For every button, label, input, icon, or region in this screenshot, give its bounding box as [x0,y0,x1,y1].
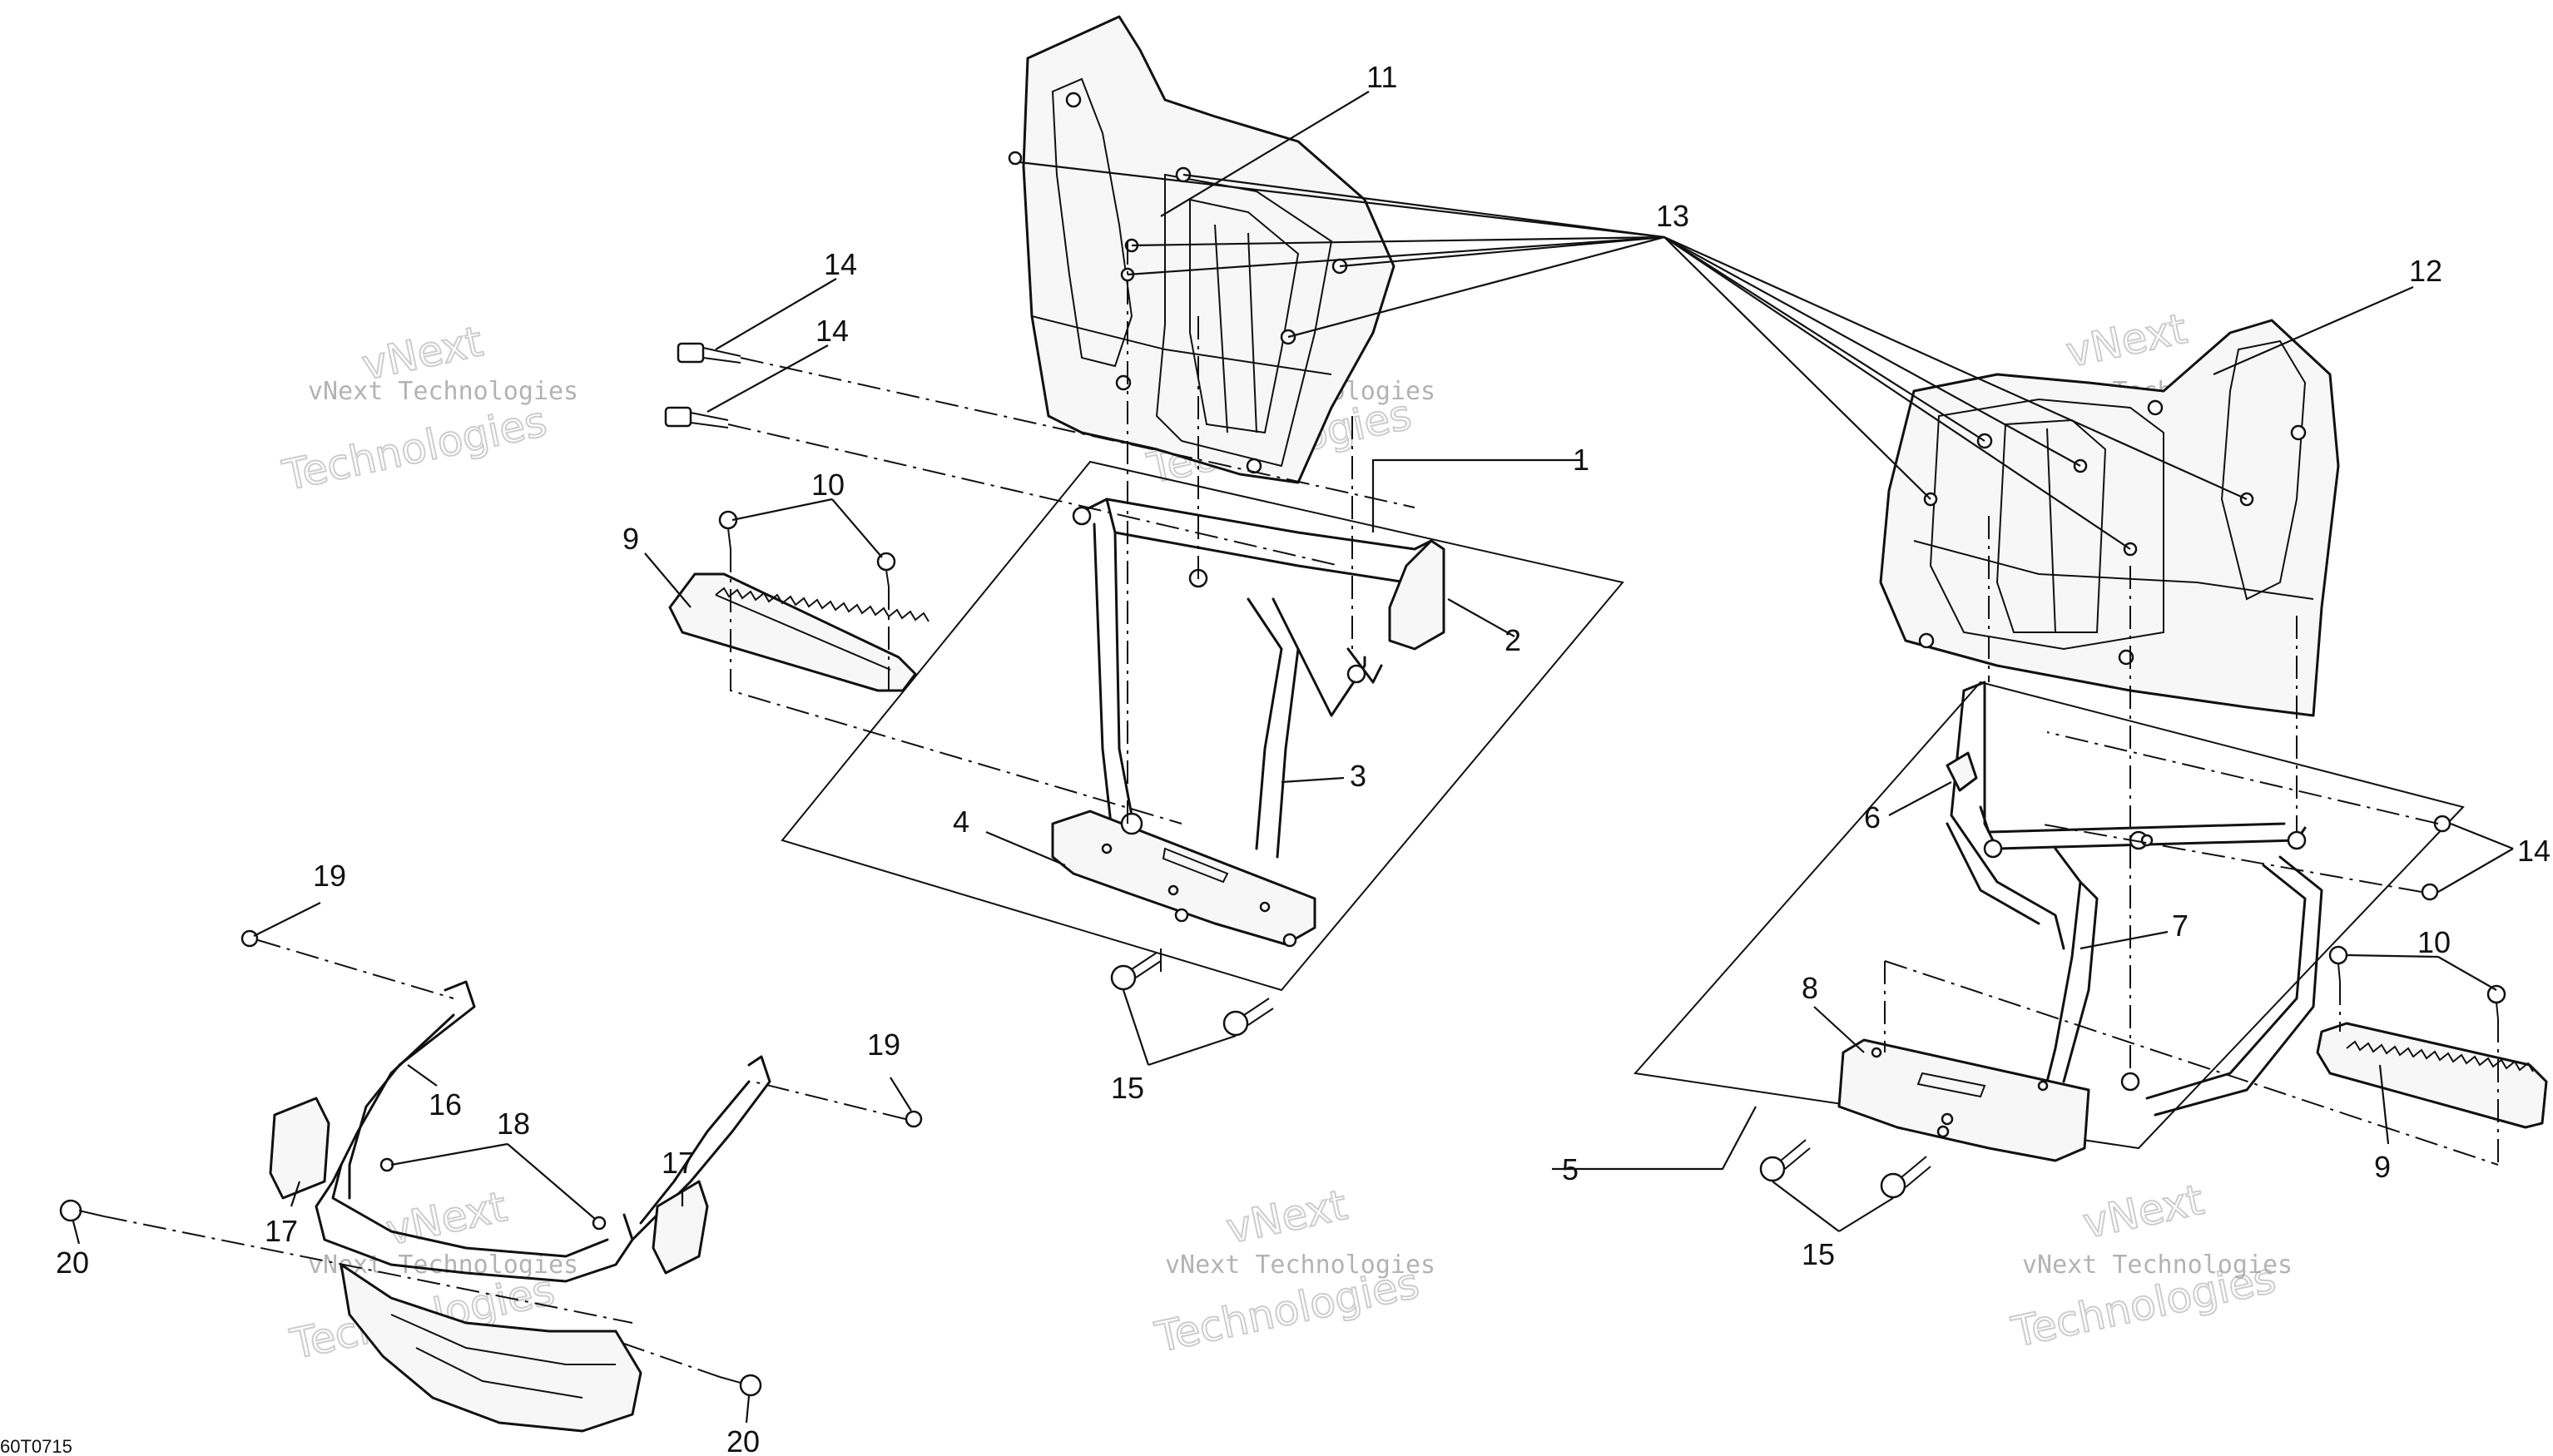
callout-17-right: 17 [662,1146,695,1180]
bolt-15-left-a [1110,952,1162,991]
callout-18: 18 [497,1107,530,1141]
callout-11: 11 [1366,60,1397,94]
callout-14-upper: 14 [824,247,857,281]
callout-2: 2 [1505,623,1521,657]
callout-3: 3 [1350,759,1366,793]
svg-text:Technologies: Technologies [279,397,551,500]
callout-13: 13 [1656,199,1689,233]
svg-text:vNext: vNext [1222,1181,1351,1253]
callout-10-right: 10 [2417,925,2451,959]
callout-20-right: 20 [726,1424,760,1456]
callout-20-left: 20 [56,1246,89,1280]
callout-5: 5 [1562,1152,1579,1186]
bracket-part-2 [1388,539,1445,651]
watermark-text-6: vNext Technologies [2022,1250,2293,1280]
watermark-text-5: vNext Technologies [1165,1250,1435,1280]
footpeg-left [668,572,917,692]
mounting-plate-right [1837,1038,2090,1162]
bolt-15-right-b [1880,1156,1931,1199]
front-guard-assembly [59,929,923,1433]
callout-1: 1 [1573,443,1589,477]
callout-8: 8 [1802,971,1818,1005]
callout-labels: 1 2 3 4 5 6 7 8 9 9 10 10 11 12 13 14 14… [56,60,2551,1456]
callout-19-right: 19 [867,1028,900,1062]
callout-4: 4 [953,805,969,839]
callout-14-right: 14 [2517,834,2551,868]
mounting-plate-left [1051,810,1316,946]
callout-9-left: 9 [622,522,639,556]
watermark-text-1: vNext Technologies [308,377,578,406]
guard-plate-17-left [269,1097,330,1200]
bolt-15-left-b [1222,998,1274,1037]
left-footrest-assembly [664,15,1624,1037]
figure-code: 60T0715 [0,1436,72,1456]
callout-12: 12 [2409,254,2442,288]
svg-text:vNext: vNext [2062,305,2191,377]
frame-tube-left [1080,498,1133,817]
callout-10-left: 10 [811,468,845,502]
callout-14-lower: 14 [815,314,849,348]
bolt-15-right-a [1759,1139,1811,1182]
callout-9-right: 9 [2374,1150,2391,1184]
callout-17-left: 17 [265,1214,298,1248]
callout-6: 6 [1864,800,1881,834]
bolt-14-lower [664,406,729,428]
svg-text:vNext: vNext [2079,1176,2208,1248]
footwell-guard-left [1022,15,1395,484]
callout-15-right: 15 [1802,1237,1835,1271]
assembly-plane-right [1633,681,2465,1150]
bracket-part-6 [1946,751,1978,792]
callout-16: 16 [429,1087,462,1122]
guard-plate-17-right [652,1180,709,1275]
bolt-14-upper [677,342,741,364]
skid-plate [340,1263,642,1433]
right-footrest-assembly [1633,319,2548,1199]
callout-7: 7 [2172,909,2189,943]
footpeg-right [2316,1022,2548,1129]
leader-lines [72,91,2514,1424]
callout-19-left: 19 [313,859,346,893]
callout-15-left: 15 [1111,1071,1144,1105]
assembly-plane-left [781,460,1624,992]
